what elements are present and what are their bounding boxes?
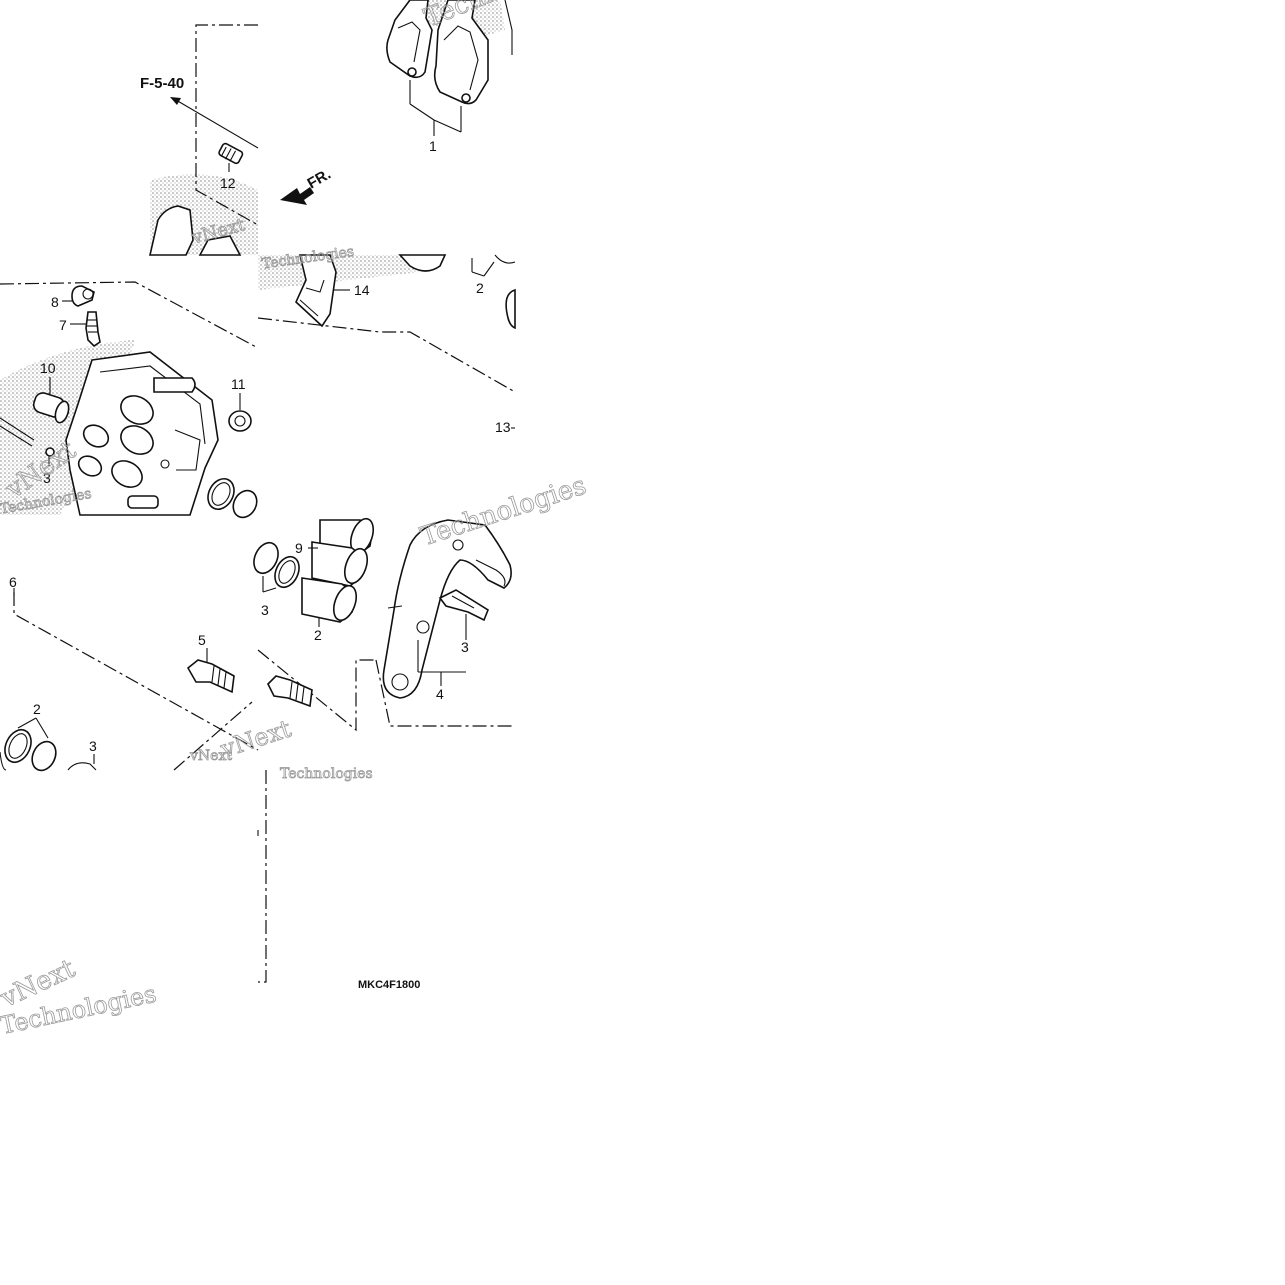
part-13-bolt-a	[186, 659, 235, 694]
seal-ring-c	[253, 541, 279, 575]
seal-ring-b	[232, 489, 258, 519]
tile-ll-border-b	[173, 701, 253, 771]
callout-3-b: 2	[314, 627, 322, 643]
part-11-grommet	[228, 410, 252, 432]
partial-seal-right	[505, 288, 516, 330]
callout-9: 3	[43, 470, 51, 486]
tile-bottom-border	[258, 770, 267, 983]
tile-top-border	[195, 24, 259, 226]
pistons	[301, 517, 375, 623]
front-direction-marker: FR.	[280, 166, 334, 205]
callout-4: 3	[461, 639, 469, 655]
part-8-bleeder-cap	[71, 285, 95, 307]
seal-ring-d	[274, 555, 300, 589]
seal-ring-d-inner	[278, 560, 296, 584]
partial-seal-top	[494, 254, 516, 264]
callout-12: 12	[220, 175, 236, 191]
tile-left-lower: 6 5 2 3 vNext vNext	[0, 574, 295, 772]
seal-ring-f	[31, 740, 57, 772]
svg-text:Technologies: Technologies	[280, 766, 373, 782]
callout-3-c: 3	[89, 738, 97, 754]
callout-2-c: 2	[33, 701, 41, 717]
caliper-pin	[0, 417, 35, 447]
callout-10: 10	[40, 360, 56, 376]
partial-caliper-edge	[398, 254, 447, 272]
part-7-bleeder-valve	[85, 311, 101, 348]
svg-text:Technologies: Technologies	[417, 471, 590, 553]
seal-ring-a-inner	[211, 482, 231, 506]
drawing-code: MKC4F1800	[358, 979, 420, 991]
callout-14: 14	[354, 282, 370, 298]
reference-arrow-line	[175, 99, 259, 149]
callout-2-b: 3	[261, 602, 269, 618]
tile-right-lower: 9 2 3 3 4	[253, 470, 590, 782]
callout-bracket-1d	[433, 119, 462, 133]
callout-11: 11	[231, 376, 246, 392]
seal-ring-e	[4, 728, 32, 764]
callout-line-2b-b	[262, 587, 277, 593]
tile-lm-border	[0, 281, 259, 349]
partial-pad-left-2	[198, 235, 242, 256]
callout-3-a: 9	[295, 540, 303, 556]
callout-line-2c-a	[17, 717, 37, 729]
part-6-caliper-bracket	[382, 519, 512, 699]
callout-6: 4	[436, 686, 444, 702]
tile-ll-border	[13, 592, 259, 751]
part-1-brake-pads	[386, 0, 513, 105]
part-9-plug	[45, 447, 55, 457]
part-4-pad-clip	[438, 589, 489, 622]
callout-2-top: 2	[476, 280, 484, 296]
tile-bottom: MKC4F1800 vNext Technologies	[0, 770, 420, 1040]
callout-5: 6	[9, 574, 17, 590]
seal-ring-a	[207, 477, 235, 511]
part-12-screw	[218, 142, 244, 165]
svg-text:vNext: vNext	[189, 748, 232, 764]
tile-top: F-5-40 12 1	[140, 0, 591, 256]
shade-area-rm	[258, 255, 420, 290]
seal-ring-g-partial	[0, 751, 7, 771]
tile-right-middle: 14 2 13 Technologies	[257, 243, 516, 435]
callout-13-b: 5	[198, 632, 206, 648]
callout-8: 8	[51, 294, 59, 310]
tile-left-middle: 8 7 10 3	[0, 281, 259, 519]
tile-rm-border	[257, 317, 516, 393]
callout-13-right: 13	[495, 419, 511, 435]
piston-partial	[67, 762, 97, 771]
callout-bracket-2b	[471, 271, 485, 277]
part-13-bolt-b	[267, 675, 313, 708]
callout-bracket-2c	[483, 261, 495, 277]
reference-arrow-head	[170, 97, 181, 105]
part-14-pad-spring	[295, 254, 337, 328]
partial-pad-left	[148, 205, 194, 256]
reference-label: F-5-40	[140, 75, 184, 92]
callout-1: 1	[429, 138, 437, 154]
caliper-body	[65, 351, 219, 516]
callout-line-2c-b	[35, 717, 49, 739]
svg-text:vNext: vNext	[216, 714, 294, 763]
part-10-pin-boot	[32, 392, 70, 424]
callout-bracket-1c	[409, 103, 435, 121]
callout-7: 7	[59, 317, 67, 333]
seal-ring-e-inner	[8, 733, 28, 759]
